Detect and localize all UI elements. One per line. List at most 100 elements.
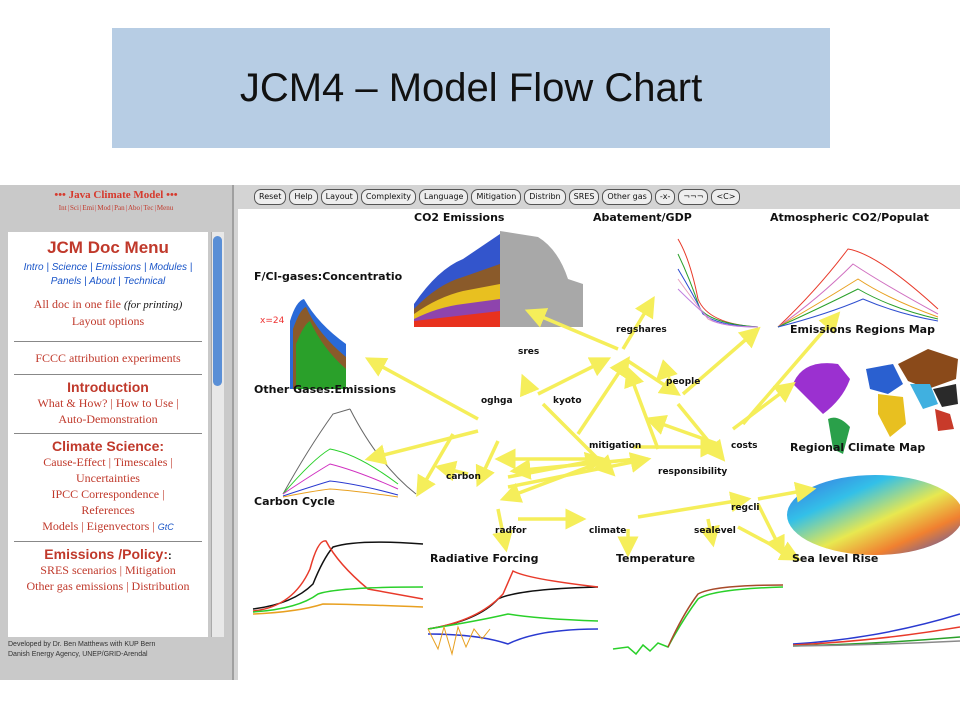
nav-link-mod[interactable]: Mod xyxy=(97,204,111,212)
intro-links[interactable]: What & How? | How to Use | xyxy=(37,396,179,410)
nav-link-tec[interactable]: Tec xyxy=(143,204,154,212)
node-responsibility[interactable]: responsibility xyxy=(658,467,728,477)
climate-links-4[interactable]: References xyxy=(81,503,135,517)
climate-science-title: Climate Science: xyxy=(51,438,165,454)
layout-options-link[interactable]: Layout options xyxy=(71,314,145,328)
emissions-policy-title-row: Emissions /Policy:: xyxy=(8,546,208,562)
other-gas-button[interactable]: Other gas xyxy=(602,189,652,205)
doc-scroll-thumb[interactable] xyxy=(213,236,222,386)
radiative-forcing-label: Radiative Forcing xyxy=(430,552,539,565)
nav-link-menu[interactable]: Menu xyxy=(156,204,174,212)
menu-links-row-2[interactable]: Panels | About | Technical xyxy=(50,276,166,287)
emissions-regions-label: Emissions Regions Map xyxy=(790,323,935,336)
emissions-policy-suffix: : xyxy=(168,550,172,562)
nav-link-pan[interactable]: Pan xyxy=(114,204,125,212)
credit-line-1: Developed by Dr. Ben Matthews with KUP B… xyxy=(8,641,156,648)
node-mitigation[interactable]: mitigation xyxy=(589,441,642,451)
co2-emissions-plot xyxy=(414,231,583,327)
mitigation-button[interactable]: Mitigation xyxy=(471,189,522,205)
slide-title: JCM4 – Model Flow Chart xyxy=(239,65,703,110)
node-radfor[interactable]: radfor xyxy=(495,526,527,536)
menu-links-row-1[interactable]: Intro | Science | Emissions | Modules | xyxy=(23,262,193,273)
node-climate[interactable]: climate xyxy=(589,526,627,536)
node-carbon[interactable]: carbon xyxy=(446,472,481,482)
flow-chart-canvas: CO2 Emissions Abatement/GDP Atmospheric … xyxy=(238,209,960,680)
dash-button[interactable]: ¬¬¬ xyxy=(678,189,709,205)
all-doc-link[interactable]: All doc in one file (for printing) xyxy=(8,296,208,313)
x-button[interactable]: -x- xyxy=(654,189,676,205)
language-button[interactable]: Language xyxy=(419,189,469,205)
atmospheric-co2-label: Atmospheric CO2/Populat xyxy=(770,211,929,224)
other-gases-label: Other Gases:Emissions xyxy=(254,383,397,396)
c-button[interactable]: <C> xyxy=(711,189,741,205)
nav-link-abo[interactable]: Abo xyxy=(127,204,141,212)
toolbar: Reset Help Layout Complexity Language Mi… xyxy=(254,189,741,205)
top-nav-links: Int|Sci|Emi|Mod|Pan|Abo|Tec|Menu xyxy=(58,204,174,212)
intro-title: Introduction xyxy=(67,379,149,395)
credit-line-2: Danish Energy Agency, UNEP/GRID-Arendal xyxy=(8,651,148,658)
auto-demo-link[interactable]: Auto-Demonstration xyxy=(58,412,158,426)
nav-link-emi[interactable]: Emi xyxy=(82,204,95,212)
climate-links-1[interactable]: Cause-Effect | Timescales | xyxy=(43,455,173,469)
fcl-gases-plot xyxy=(290,299,346,389)
node-regshares[interactable]: regshares xyxy=(616,325,667,335)
regional-climate-map xyxy=(787,475,960,555)
node-oghga[interactable]: oghga xyxy=(481,396,513,406)
other-gases-plot xyxy=(282,408,417,498)
doc-menu-title: JCM Doc Menu xyxy=(47,238,169,257)
climate-links-5[interactable]: Models | Eigenvectors | xyxy=(42,519,155,533)
jcm-app-window: ••• Java Climate Model ••• Int|Sci|Emi|M… xyxy=(0,185,960,680)
regional-climate-label: Regional Climate Map xyxy=(790,441,926,454)
sea-level-label: Sea level Rise xyxy=(792,552,879,565)
slide-title-banner: JCM4 – Model Flow Chart xyxy=(112,28,830,148)
climate-links-3[interactable]: IPCC Correspondence | xyxy=(51,487,165,501)
reset-button[interactable]: Reset xyxy=(254,189,287,205)
abatement-gdp-label: Abatement/GDP xyxy=(593,211,692,224)
node-sres[interactable]: sres xyxy=(518,347,540,357)
divider xyxy=(14,541,202,542)
flow-chart-graphics xyxy=(252,231,960,656)
node-people[interactable]: people xyxy=(666,377,701,387)
radiative-forcing-plot xyxy=(427,569,599,656)
carbon-cycle-label: Carbon Cycle xyxy=(254,495,336,508)
abatement-plot xyxy=(677,238,759,328)
emissions-links-1[interactable]: SRES scenarios | Mitigation xyxy=(40,563,176,577)
emissions-regions-map xyxy=(793,349,958,454)
x-value-marker: x=24 xyxy=(260,316,285,326)
fccc-link[interactable]: FCCC attribution experiments xyxy=(35,351,181,365)
help-button[interactable]: Help xyxy=(289,189,318,205)
flow-arrows xyxy=(364,295,841,561)
fcl-gases-label: F/Cl-gases:Concentratio xyxy=(254,270,403,283)
divider xyxy=(14,433,202,434)
complexity-button[interactable]: Complexity xyxy=(360,189,416,205)
all-doc-text: All doc in one file xyxy=(33,297,121,311)
all-doc-suffix: (for printing) xyxy=(123,299,183,311)
distribn-button[interactable]: Distribn xyxy=(524,189,566,205)
java-climate-model-title: ••• Java Climate Model ••• xyxy=(54,189,178,201)
credits: Developed by Dr. Ben Matthews with KUP B… xyxy=(8,640,223,660)
emissions-links-2[interactable]: Other gas emissions | Distribution xyxy=(26,579,190,593)
node-kyoto[interactable]: kyoto xyxy=(553,396,582,406)
doc-scrollbar[interactable] xyxy=(211,232,224,637)
node-sealevel[interactable]: sealevel xyxy=(694,526,736,536)
nav-link-int[interactable]: Int xyxy=(58,204,67,212)
divider xyxy=(14,341,202,342)
climate-links-2[interactable]: Uncertainties xyxy=(76,471,140,485)
atmos-co2-plot xyxy=(777,248,939,328)
sres-button[interactable]: SRES xyxy=(568,189,600,205)
temperature-label: Temperature xyxy=(616,552,696,565)
gtc-link[interactable]: GtC xyxy=(157,522,174,532)
doc-panel: ••• Java Climate Model ••• Int|Sci|Emi|M… xyxy=(0,185,234,680)
divider xyxy=(14,374,202,375)
sea-level-plot xyxy=(792,613,960,647)
nav-link-sci[interactable]: Sci xyxy=(69,204,79,212)
node-regcli[interactable]: regcli xyxy=(731,503,760,513)
carbon-cycle-plot xyxy=(252,540,424,615)
node-costs[interactable]: costs xyxy=(731,441,758,451)
emissions-policy-title: Emissions /Policy: xyxy=(44,546,169,562)
doc-header: ••• Java Climate Model ••• Int|Sci|Emi|M… xyxy=(0,185,232,227)
doc-menu-body: JCM Doc Menu Intro | Science | Emissions… xyxy=(8,232,208,637)
layout-button[interactable]: Layout xyxy=(320,189,358,205)
climate-links-5-row: Models | Eigenvectors | GtC xyxy=(8,518,208,535)
temperature-plot xyxy=(612,584,784,656)
